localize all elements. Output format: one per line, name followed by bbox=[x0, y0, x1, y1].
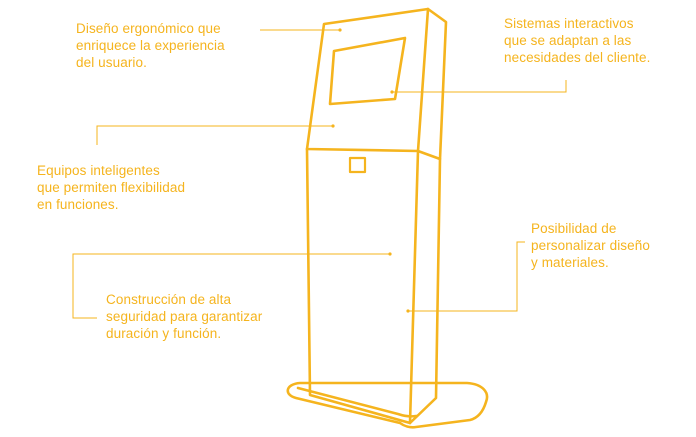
callout-line: necesidades del cliente. bbox=[504, 50, 651, 65]
callout-line: que se adaptan a las bbox=[504, 33, 632, 48]
leader-security-construction bbox=[72, 253, 390, 319]
callout-line: seguridad para garantizar bbox=[106, 309, 263, 324]
kiosk-icon bbox=[286, 7, 489, 429]
leader-dot bbox=[390, 90, 394, 94]
kiosk-base bbox=[286, 381, 489, 429]
callout-line: Posibilidad de bbox=[531, 221, 617, 236]
callout-line: enriquece la experiencia bbox=[76, 38, 225, 53]
callout-line: que permiten flexibilidad bbox=[37, 180, 186, 195]
kiosk-head-side bbox=[416, 7, 448, 161]
callout-line: en funciones. bbox=[37, 197, 119, 212]
callout-leaders bbox=[72, 29, 567, 319]
callout-line: del usuario. bbox=[76, 55, 147, 70]
kiosk-base-edge bbox=[296, 386, 418, 418]
leader-customization bbox=[408, 241, 525, 312]
callout-line: Equipos inteligentes bbox=[37, 163, 160, 178]
kiosk-screen bbox=[328, 36, 407, 106]
callout-interactive-systems: Sistemas interactivos que se adaptan a l… bbox=[504, 15, 651, 66]
leader-dots bbox=[331, 28, 410, 313]
leader-dot bbox=[388, 252, 392, 256]
callout-customization: Posibilidad de personalizar diseño y mat… bbox=[531, 220, 650, 271]
kiosk-body-side bbox=[408, 157, 442, 425]
callout-line: duración y función. bbox=[106, 326, 222, 341]
card-reader-icon bbox=[348, 156, 367, 174]
leader-dot bbox=[331, 124, 335, 128]
kiosk-body-front bbox=[305, 147, 420, 425]
callout-line: y materiales. bbox=[531, 255, 609, 270]
callout-security-construction: Construcción de alta seguridad para gara… bbox=[106, 291, 262, 342]
callout-line: Diseño ergonómico que bbox=[76, 21, 221, 36]
callout-line: Sistemas interactivos bbox=[504, 16, 634, 31]
leader-smart-equipment bbox=[96, 125, 333, 145]
callout-ergonomic-design: Diseño ergonómico que enriquece la exper… bbox=[76, 20, 225, 71]
leader-dot bbox=[406, 309, 410, 313]
callout-line: personalizar diseño bbox=[531, 238, 650, 253]
leader-interactive-systems bbox=[392, 80, 567, 93]
callout-smart-equipment: Equipos inteligentes que permiten flexib… bbox=[37, 162, 185, 213]
callout-line: Construcción de alta bbox=[106, 292, 232, 307]
leader-dot bbox=[338, 28, 342, 32]
